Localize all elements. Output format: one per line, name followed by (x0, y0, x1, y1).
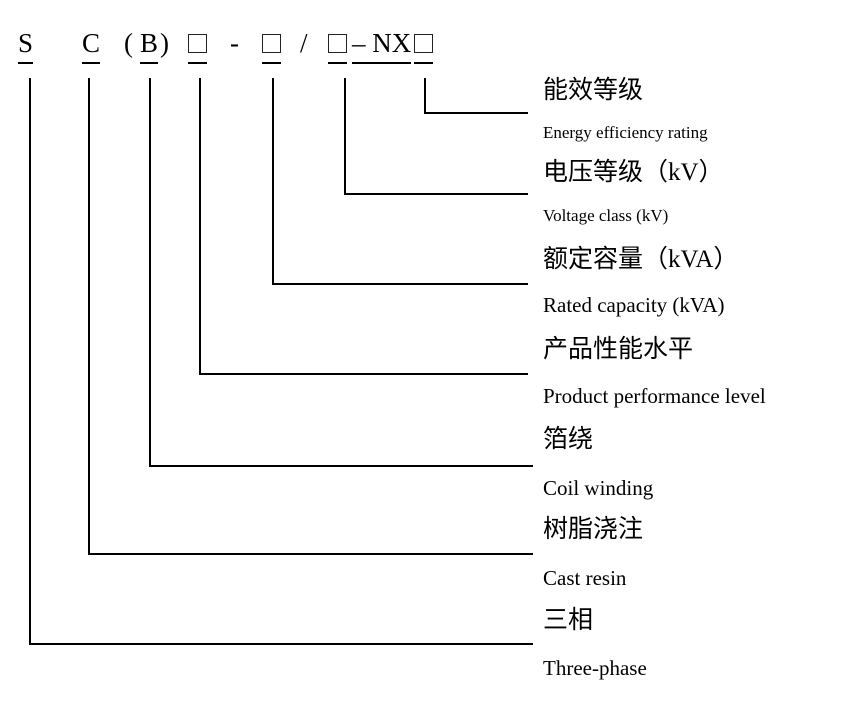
code-token-capacity-box (262, 26, 281, 64)
leader-elbow-voltage-class (344, 193, 528, 196)
placeholder-box-icon (188, 34, 207, 53)
code-token-three-phase-code: S (18, 26, 34, 64)
callout-label-en-rated-capacity: Rated capacity (kVA) (543, 293, 725, 317)
code-token-paren-close: ) (160, 28, 169, 58)
code-token-paren-open: ( (124, 28, 133, 58)
callout-label-en-coil-winding: Coil winding (543, 476, 654, 500)
leader-stem-voltage-class (344, 78, 347, 195)
callout-label-en-product-performance-level: Product performance level (543, 384, 766, 408)
placeholder-box-icon (414, 34, 433, 53)
code-token-dash-separator: - (230, 28, 239, 58)
callout-label-cn-voltage-class: 电压等级（kV） (543, 159, 724, 186)
leader-stem-coil-winding (149, 78, 152, 467)
callout-label-cn-three-phase: 三相 (543, 607, 594, 634)
callout-label-en-voltage-class: Voltage class (kV) (543, 206, 669, 225)
code-token-voltage-box (328, 26, 347, 64)
callout-label-cn-cast-resin: 树脂浇注 (543, 516, 644, 543)
code-token-performance-box (188, 26, 207, 64)
callout-label-cn-coil-winding: 箔绕 (543, 426, 594, 453)
leader-elbow-cast-resin (88, 553, 533, 556)
leader-stem-cast-resin (88, 78, 91, 555)
leader-elbow-energy-efficiency (424, 112, 528, 115)
leader-elbow-coil-winding (149, 465, 533, 468)
code-token-efficiency-box (414, 26, 433, 64)
leader-stem-product-performance-level (199, 78, 202, 375)
callout-label-cn-product-performance-level: 产品性能水平 (543, 336, 694, 363)
callout-label-en-three-phase: Three-phase (543, 656, 647, 680)
placeholder-box-icon (328, 34, 347, 53)
callout-label-en-energy-efficiency: Energy efficiency rating (543, 123, 708, 142)
callout-label-en-cast-resin: Cast resin (543, 566, 627, 590)
leader-stem-energy-efficiency (424, 78, 427, 114)
leader-elbow-product-performance-level (199, 373, 528, 376)
leader-elbow-three-phase (29, 643, 533, 646)
leader-elbow-rated-capacity (272, 283, 528, 286)
code-token-coil-winding-code: B (140, 26, 159, 64)
code-token-cast-resin-code: C (82, 26, 101, 64)
callout-label-cn-rated-capacity: 额定容量（kVA） (543, 246, 739, 273)
model-code-line: S C (B) - / – NX (0, 26, 850, 66)
callout-label-cn-energy-efficiency: 能效等级 (543, 77, 644, 104)
placeholder-box-icon (262, 34, 281, 53)
leader-stem-rated-capacity (272, 78, 275, 285)
code-token-slash-separator: / (300, 28, 308, 58)
leader-stem-three-phase (29, 78, 32, 645)
code-token-nx-suffix: – NX (352, 26, 412, 64)
